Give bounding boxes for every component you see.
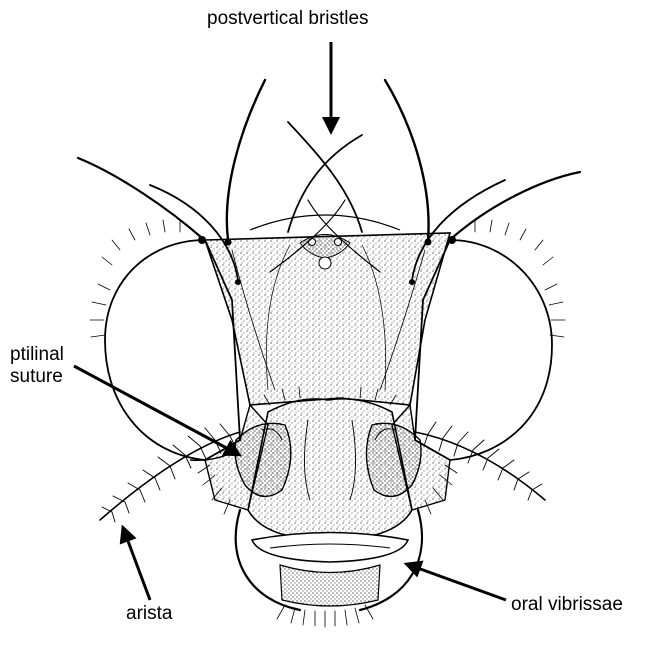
left-antenna [234, 422, 292, 498]
head-hairs [89, 219, 566, 628]
arrow-icon [119, 524, 152, 601]
right-antenna [365, 422, 422, 498]
arrow-icon [403, 560, 507, 602]
left-arista [99, 423, 241, 523]
crossing-postvertical-bristles [269, 121, 381, 273]
arrow-icon [73, 364, 242, 457]
ptilinal-label-line2: suture [10, 366, 63, 387]
ocelli [299, 234, 351, 270]
frons-plate [203, 232, 452, 406]
vertical-bristles [76, 78, 582, 281]
oral-vibrissae-label: oral vibrissae [511, 594, 623, 615]
bristle-sockets [198, 236, 456, 285]
left-compound-eye [104, 239, 241, 461]
occiput-outline [249, 214, 401, 231]
pointer-arrows [73, 42, 507, 602]
arista-label: arista [126, 603, 173, 624]
postvertical-bristles-label: postvertical bristles [207, 8, 369, 29]
ptilinal-label-line1: ptilinal [10, 344, 64, 365]
mouthparts [250, 531, 410, 607]
right-arista [414, 421, 546, 501]
ptilinal-suture-label: ptilinal suture [10, 344, 64, 388]
